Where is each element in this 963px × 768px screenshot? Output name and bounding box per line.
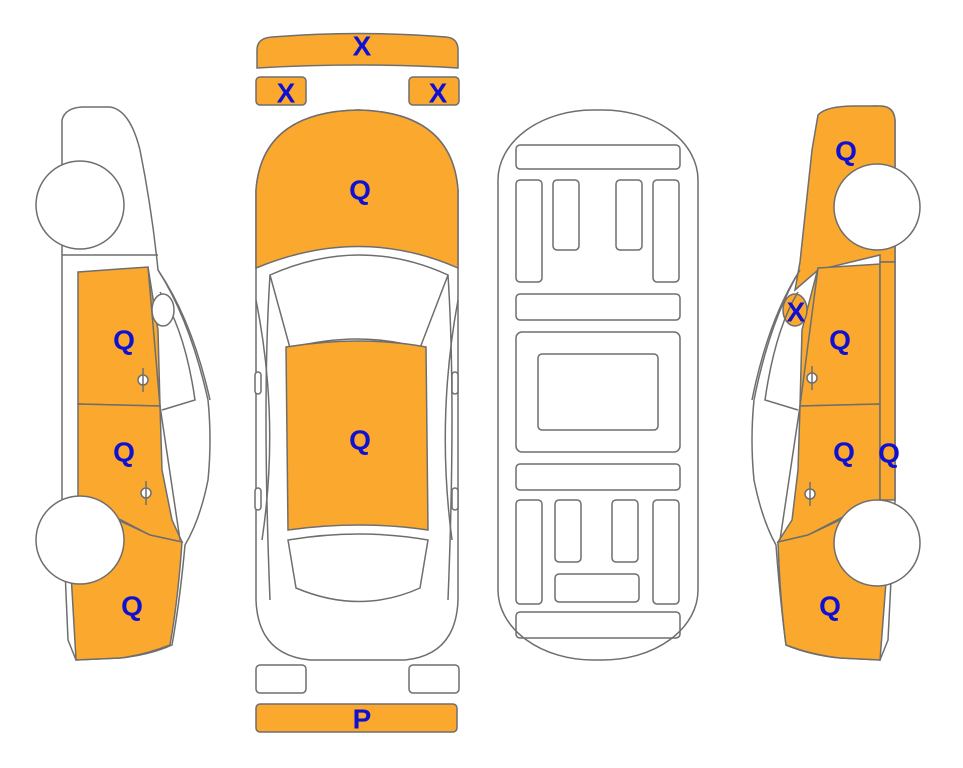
under-rear-right-inner (611, 499, 639, 563)
left-front-handle-icon (137, 368, 149, 392)
rear-bumper-panel (255, 703, 458, 733)
left-mirror (151, 293, 175, 327)
roof-panel (285, 340, 429, 531)
right-window-line (764, 291, 799, 411)
under-rear-left-rail (515, 499, 543, 605)
under-cross-member-1 (515, 293, 681, 321)
top-windshield (269, 254, 449, 349)
left-door-line-a (147, 266, 161, 407)
left-rear-quarter-label: Q (121, 591, 143, 622)
left-front-wheel (35, 160, 125, 250)
under-rear-right-rail (652, 499, 680, 605)
top-right-mirror (451, 371, 459, 395)
right-rocker-label: Q (878, 438, 900, 469)
under-front-left-inner (552, 179, 580, 251)
right-mirror-label: X (787, 297, 806, 328)
right-mirror-panel (782, 293, 808, 327)
top-left-pillar (255, 299, 271, 541)
right-rear-quarter-label: Q (819, 591, 841, 622)
left-rear-wheel (35, 495, 125, 585)
rear-right-light (408, 664, 460, 694)
under-rear-left-inner (554, 499, 582, 563)
right-rocker-panel (879, 261, 896, 501)
underbody-view (497, 109, 699, 661)
right-rear-handle-icon (804, 482, 816, 506)
left-rear-handle-icon (140, 481, 152, 505)
left-side-view: Q Q Q (35, 106, 211, 661)
under-front-right-rail (652, 179, 680, 283)
right-door-line-b (779, 405, 801, 541)
right-front-door-label: Q (829, 325, 851, 356)
underbody-outline (497, 109, 699, 661)
under-rear-box (554, 573, 640, 603)
left-front-door-label: Q (113, 325, 135, 356)
rear-bumper-label: P (353, 704, 372, 735)
left-front-door-panel (77, 266, 161, 407)
top-left-mirror (254, 371, 262, 395)
top-view: X X X Q Q P (254, 31, 460, 735)
left-windshield-line (157, 269, 211, 401)
right-windshield-line (751, 269, 801, 401)
under-center-box (537, 353, 659, 431)
right-front-fender-label: Q (835, 136, 857, 167)
left-door-line-b (159, 405, 181, 541)
roof-label: Q (349, 425, 371, 456)
under-front-left-rail (515, 179, 543, 283)
front-left-light-panel (255, 76, 307, 106)
under-rear-bar (515, 611, 681, 639)
under-front-right-inner (615, 179, 643, 251)
right-front-handle-icon (806, 366, 818, 390)
front-bumper-label: X (353, 31, 372, 62)
front-bumper-panel (256, 32, 459, 69)
right-rear-wheel (833, 499, 921, 587)
hood-panel (255, 109, 459, 270)
right-front-wheel (833, 163, 921, 251)
front-right-light-panel (408, 76, 460, 106)
rear-left-light (255, 664, 307, 694)
right-rear-door-label: Q (833, 437, 855, 468)
under-center-frame (515, 331, 681, 453)
top-rear-glass (287, 533, 429, 603)
top-left-handle (254, 487, 262, 511)
left-body-outline (61, 106, 211, 661)
right-side-view: Q X Q Q Q Q (751, 105, 921, 661)
top-right-pillar (444, 299, 459, 541)
left-rear-door-label: Q (113, 437, 135, 468)
under-front-bar (515, 144, 681, 170)
top-right-handle (451, 487, 459, 511)
front-right-light-label: X (429, 78, 448, 109)
under-cross-member-2 (515, 463, 681, 491)
right-door-line-a (799, 267, 819, 407)
top-right-side-line (447, 274, 453, 601)
top-left-side-line (265, 274, 271, 601)
front-left-light-label: X (277, 78, 296, 109)
hood-label: Q (349, 175, 371, 206)
